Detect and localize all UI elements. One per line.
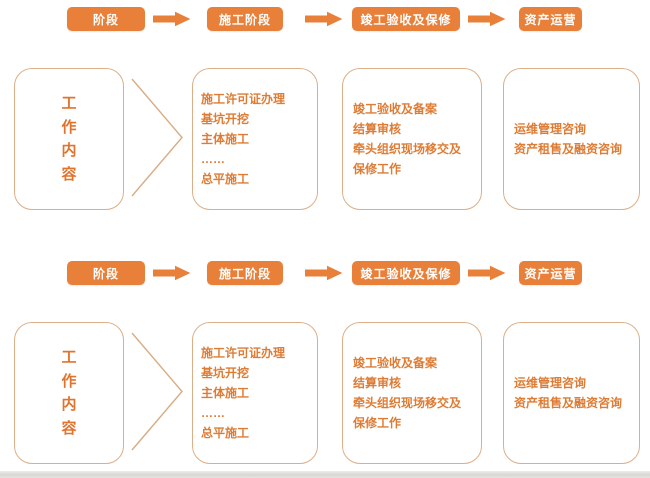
task-item: 运维管理咨询	[514, 122, 587, 136]
bottom-edge-divider	[0, 471, 650, 478]
task-item: 总平施工	[201, 172, 250, 186]
stage-badge-asset-operation: 资产运营	[519, 7, 582, 31]
task-item: 资产租售及融资咨询	[514, 142, 623, 156]
task-item: 施工许可证办理	[201, 92, 286, 106]
stage-badge-acceptance-warranty: 竣工验收及保修	[352, 7, 460, 31]
stage-badge-phase: 阶段	[67, 261, 145, 285]
task-item: 保修工作	[353, 416, 402, 430]
operation-tasks-box: 运维管理咨询 资产租售及融资咨询	[503, 68, 640, 210]
task-item: 基坑开挖	[201, 112, 250, 126]
task-item: 竣工验收及备案	[353, 102, 438, 116]
task-item: 牵头组织现场移交及	[353, 396, 462, 410]
task-item: 主体施工	[201, 132, 250, 146]
acceptance-tasks-box: 竣工验收及备案 结算审核 牵头组织现场移交及 保修工作	[342, 322, 482, 464]
work-content-label: 工作内容	[61, 95, 77, 183]
arrow-right-icon	[468, 265, 506, 281]
work-content-box: 工作内容	[14, 322, 124, 464]
task-item: 结算审核	[353, 122, 402, 136]
operation-tasks-box: 运维管理咨询 资产租售及融资咨询	[503, 322, 640, 464]
task-item: 运维管理咨询	[514, 376, 587, 390]
task-item: 结算审核	[353, 376, 402, 390]
task-item: 资产租售及融资咨询	[514, 396, 623, 410]
process-section-2: 阶段 施工阶段 竣工验收及保修 资产运营 工作内容 施工许可证办理 基坑开挖 主…	[0, 254, 650, 478]
work-content-label: 工作内容	[61, 349, 77, 437]
stage-badge-asset-operation: 资产运营	[519, 261, 582, 285]
task-item: 保修工作	[353, 162, 402, 176]
stage-badge-construction: 施工阶段	[207, 261, 283, 285]
stage-badge-acceptance-warranty: 竣工验收及保修	[352, 261, 460, 285]
process-section-1: 阶段 施工阶段 竣工验收及保修 资产运营 工作内容 施工许可证办理 基坑开挖 主…	[0, 0, 650, 224]
chevron-right-icon	[131, 78, 183, 197]
arrow-right-icon	[305, 11, 343, 27]
arrow-right-icon	[305, 265, 343, 281]
stage-badge-construction: 施工阶段	[207, 7, 283, 31]
construction-tasks-box: 施工许可证办理 基坑开挖 主体施工 …… 总平施工	[192, 68, 318, 210]
construction-tasks-box: 施工许可证办理 基坑开挖 主体施工 …… 总平施工	[192, 322, 318, 464]
stage-badge-phase: 阶段	[67, 7, 145, 31]
task-item: 施工许可证办理	[201, 346, 286, 360]
task-item: 主体施工	[201, 386, 250, 400]
task-item: 牵头组织现场移交及	[353, 142, 462, 156]
arrow-right-icon	[153, 265, 191, 281]
arrow-right-icon	[153, 11, 191, 27]
task-item: 基坑开挖	[201, 366, 250, 380]
task-item-ellipsis: ……	[201, 152, 225, 166]
arrow-right-icon	[468, 11, 506, 27]
work-content-box: 工作内容	[14, 68, 124, 210]
acceptance-tasks-box: 竣工验收及备案 结算审核 牵头组织现场移交及 保修工作	[342, 68, 482, 210]
task-item: 总平施工	[201, 426, 250, 440]
task-item-ellipsis: ……	[201, 406, 225, 420]
chevron-right-icon	[131, 332, 183, 451]
task-item: 竣工验收及备案	[353, 356, 438, 370]
